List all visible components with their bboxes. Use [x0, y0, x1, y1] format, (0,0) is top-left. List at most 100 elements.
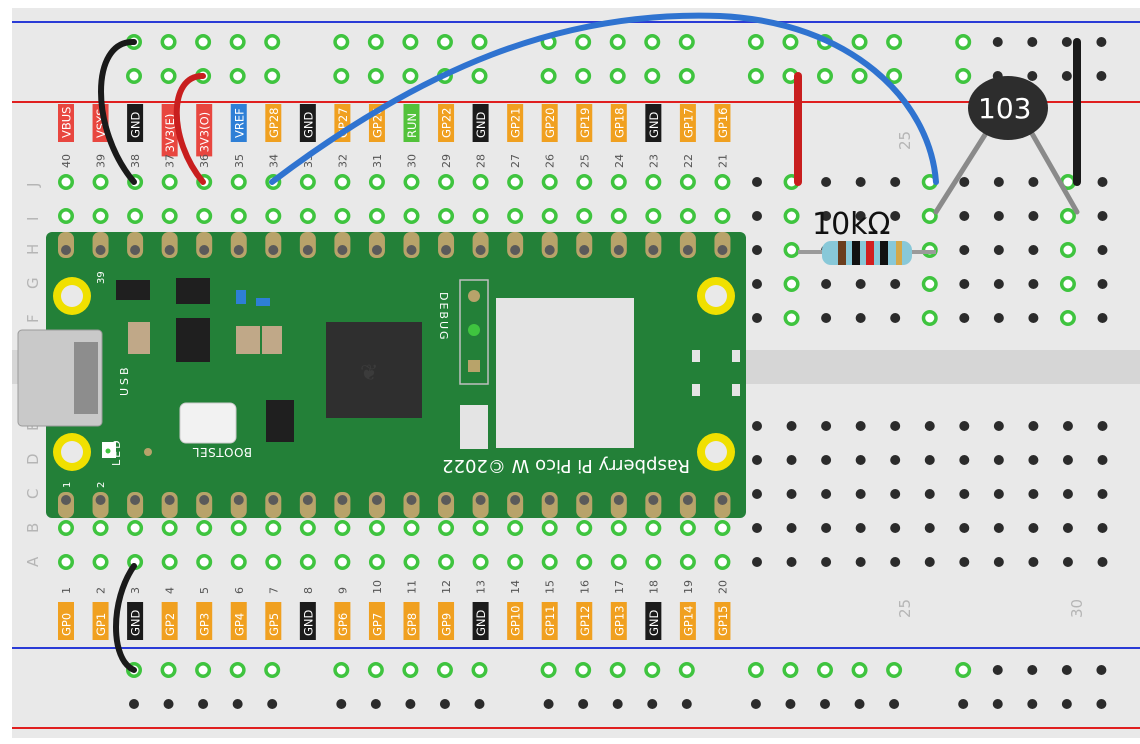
hole[interactable] — [472, 554, 489, 570]
rail-hole[interactable] — [958, 699, 969, 709]
hole[interactable] — [993, 421, 1004, 431]
hole[interactable] — [1028, 421, 1039, 431]
hole[interactable] — [821, 455, 832, 465]
rail-hole[interactable] — [195, 34, 212, 50]
hole[interactable] — [783, 242, 800, 258]
rail-hole[interactable] — [229, 34, 246, 50]
hole[interactable] — [230, 554, 247, 570]
rail-hole[interactable] — [267, 699, 278, 709]
hole[interactable] — [230, 520, 247, 536]
hole[interactable] — [127, 208, 144, 224]
hole[interactable] — [368, 520, 385, 536]
rail-hole[interactable] — [851, 662, 868, 678]
rail-hole[interactable] — [367, 68, 384, 84]
rail-hole[interactable] — [992, 37, 1003, 47]
wire-3v3-top[interactable] — [173, 72, 206, 185]
rail-hole[interactable] — [1096, 71, 1107, 81]
hole[interactable] — [299, 174, 316, 190]
rail-hole[interactable] — [1061, 699, 1072, 709]
rail-hole[interactable] — [747, 34, 764, 50]
hole[interactable] — [196, 520, 213, 536]
rail-hole[interactable] — [575, 662, 592, 678]
hole[interactable] — [265, 208, 282, 224]
rail-hole[interactable] — [367, 662, 384, 678]
hole[interactable] — [890, 489, 901, 499]
hole[interactable] — [58, 520, 74, 536]
hole[interactable] — [924, 421, 935, 431]
hole[interactable] — [1059, 242, 1076, 258]
rail-hole[interactable] — [163, 699, 174, 709]
rail-hole[interactable] — [436, 662, 453, 678]
hole[interactable] — [890, 279, 901, 289]
hole[interactable] — [890, 557, 901, 567]
hole[interactable] — [541, 174, 558, 190]
hole[interactable] — [993, 279, 1004, 289]
hole[interactable] — [368, 174, 385, 190]
resistor-10k[interactable]: 10kΩ — [798, 207, 936, 265]
hole[interactable] — [921, 276, 938, 292]
hole[interactable] — [855, 523, 866, 533]
hole[interactable] — [541, 208, 558, 224]
rail-hole[interactable] — [886, 68, 903, 84]
rail-hole[interactable] — [264, 68, 281, 84]
hole[interactable] — [1028, 313, 1039, 323]
rail-hole[interactable] — [992, 699, 1003, 709]
hole[interactable] — [299, 520, 316, 536]
bootsel-button[interactable] — [179, 402, 237, 444]
rail-hole[interactable] — [333, 662, 350, 678]
rail-hole[interactable] — [747, 68, 764, 84]
rail-hole[interactable] — [160, 68, 177, 84]
hole[interactable] — [265, 554, 282, 570]
rail-hole[interactable] — [1061, 71, 1072, 81]
hole[interactable] — [959, 421, 970, 431]
rail-hole[interactable] — [540, 662, 557, 678]
hole[interactable] — [855, 177, 866, 187]
rail-hole[interactable] — [1027, 665, 1038, 675]
rail-hole[interactable] — [436, 34, 453, 50]
hole[interactable] — [821, 557, 832, 567]
hole[interactable] — [161, 208, 178, 224]
hole[interactable] — [855, 455, 866, 465]
hole[interactable] — [507, 520, 524, 536]
hole[interactable] — [1028, 455, 1039, 465]
hole[interactable] — [576, 174, 593, 190]
hole[interactable] — [507, 208, 524, 224]
hole[interactable] — [752, 557, 762, 567]
hole[interactable] — [438, 208, 455, 224]
hole[interactable] — [1097, 557, 1108, 567]
hole[interactable] — [993, 211, 1004, 221]
hole[interactable] — [1097, 313, 1108, 323]
hole[interactable] — [821, 279, 832, 289]
hole[interactable] — [1097, 455, 1108, 465]
hole[interactable] — [1097, 523, 1108, 533]
hole[interactable] — [855, 421, 866, 431]
hole[interactable] — [959, 211, 970, 221]
hole[interactable] — [403, 554, 420, 570]
hole[interactable] — [645, 554, 662, 570]
rail-hole[interactable] — [889, 699, 900, 709]
rail-hole[interactable] — [540, 68, 557, 84]
hole[interactable] — [1028, 523, 1039, 533]
hole[interactable] — [161, 554, 178, 570]
hole[interactable] — [1028, 279, 1039, 289]
hole[interactable] — [752, 279, 762, 289]
rail-hole[interactable] — [126, 68, 142, 84]
hole[interactable] — [1097, 279, 1108, 289]
rail-hole[interactable] — [402, 34, 419, 50]
hole[interactable] — [679, 208, 696, 224]
hole[interactable] — [924, 523, 935, 533]
hole[interactable] — [438, 554, 455, 570]
rail-hole[interactable] — [129, 699, 139, 709]
hole[interactable] — [752, 245, 762, 255]
rail-hole[interactable] — [1096, 37, 1107, 47]
rail-hole[interactable] — [336, 699, 347, 709]
hole[interactable] — [821, 489, 832, 499]
hole[interactable] — [645, 174, 662, 190]
hole[interactable] — [855, 489, 866, 499]
rail-hole[interactable] — [1027, 37, 1038, 47]
rail-hole[interactable] — [264, 662, 281, 678]
hole[interactable] — [1062, 421, 1073, 431]
rail-hole[interactable] — [578, 699, 589, 709]
hole[interactable] — [127, 520, 144, 536]
hole[interactable] — [752, 211, 762, 221]
